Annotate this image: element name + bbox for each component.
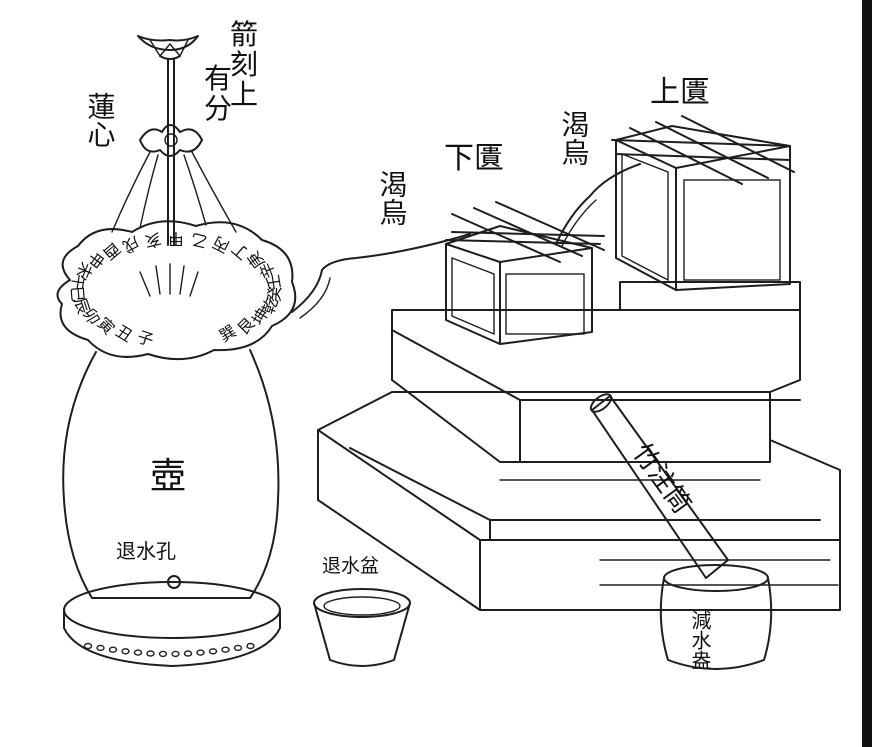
dial-character: 甲 [168, 230, 184, 249]
lotus-top-icon [137, 35, 199, 60]
pot-base [63, 581, 281, 667]
dial-character: 巳 [67, 285, 87, 302]
outlet-basin [313, 588, 411, 667]
dial-character: 乙 [189, 229, 209, 251]
overflow-jar-label-1: 減水盎 [688, 610, 712, 670]
dial-lid [56, 220, 297, 361]
platform [317, 281, 841, 611]
dial-character: 辛 [256, 259, 280, 281]
dial-character: 未 [73, 259, 97, 281]
outlet-hole-label: 退水孔 [116, 539, 176, 563]
overflow-jar [659, 564, 773, 670]
pot-label: 壺 [150, 456, 186, 497]
siphon-lower-label: 渴烏 [376, 170, 409, 226]
lotus-heart-flower-icon [139, 124, 203, 157]
dial-character: 壬 [263, 273, 284, 292]
upper-tank-label: 上匱 [650, 75, 710, 110]
upper-tank [611, 115, 795, 291]
dial-character: 子 [135, 327, 156, 350]
lower-tank-label: 下匱 [444, 141, 504, 176]
arrow-scale-label: 箭刻上有分 [204, 18, 258, 125]
bamboo-tube [589, 393, 729, 579]
dial-character: 辰 [70, 295, 93, 316]
siphon-lower-tube [291, 233, 471, 313]
dial-character: 午 [68, 273, 89, 292]
siphon-upper-tube [555, 163, 641, 245]
bamboo-tube-label: 竹注筒 [626, 438, 696, 519]
dial-character: 丙 [209, 232, 232, 256]
dial-character: 癸 [265, 285, 285, 302]
dial-rays [139, 263, 199, 297]
pot-body [62, 349, 280, 599]
siphon-upper-label: 渴烏 [558, 110, 591, 166]
dial-character: 亥 [143, 229, 163, 251]
lower-tank [445, 201, 605, 345]
lotus-heart-label: 蓮心 [84, 92, 117, 148]
dial-character: 乾 [259, 295, 282, 316]
dial-characters: 子丑寅卯辰巳午未申酉戌亥甲乙丙丁庚辛壬癸乾坤艮巽 [67, 229, 285, 350]
scan-edge [862, 0, 872, 747]
dial-character: 戌 [120, 232, 143, 256]
outlet-basin-label: 退水盆 [322, 555, 379, 577]
